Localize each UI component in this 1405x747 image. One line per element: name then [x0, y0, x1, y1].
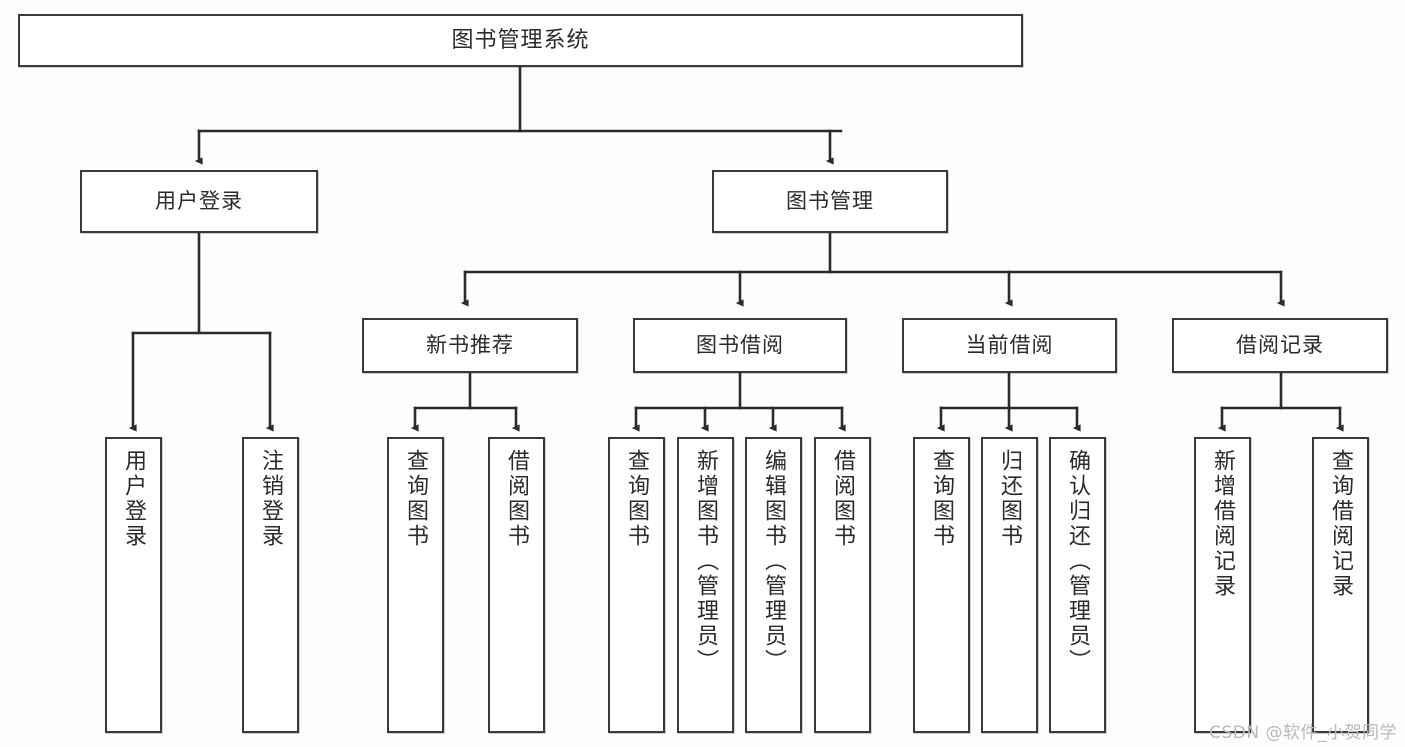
leaf-borrow-add-book-admin[interactable]: 新增图书（管理员）	[677, 437, 734, 733]
node-label: 新增借阅记录	[1210, 449, 1236, 599]
leaf-user-login[interactable]: 用户登录	[105, 437, 162, 733]
node-label: 当前借阅	[965, 333, 1054, 358]
leaf-record-query-record[interactable]: 查询借阅记录	[1312, 437, 1369, 733]
node-current-borrow[interactable]: 当前借阅	[902, 318, 1117, 373]
leaf-user-logout[interactable]: 注销登录	[242, 437, 299, 733]
node-book-borrow[interactable]: 图书借阅	[633, 318, 847, 373]
leaf-borrow-query-book[interactable]: 查询图书	[608, 437, 665, 733]
node-user-login[interactable]: 用户登录	[80, 170, 318, 233]
node-label: 查询图书	[929, 449, 955, 549]
node-new-book-recommend[interactable]: 新书推荐	[362, 318, 578, 373]
node-label: 查询图书	[403, 449, 429, 549]
node-label: 用户登录	[155, 189, 243, 214]
node-label: 新增图书（管理员）	[693, 449, 719, 674]
node-label: 借阅图书	[504, 449, 530, 549]
leaf-borrow-edit-book-admin[interactable]: 编辑图书（管理员）	[745, 437, 802, 733]
node-label: 编辑图书（管理员）	[761, 449, 787, 674]
node-label: 借阅图书	[830, 449, 856, 549]
node-book-management[interactable]: 图书管理	[712, 170, 948, 233]
node-borrow-record[interactable]: 借阅记录	[1172, 318, 1388, 373]
node-label: 图书管理系统	[451, 27, 590, 53]
node-label: 查询借阅记录	[1328, 449, 1354, 599]
node-label: 图书借阅	[696, 333, 784, 358]
node-label: 查询图书	[624, 449, 650, 549]
node-label: 确认归还（管理员）	[1065, 449, 1091, 674]
node-label: 注销登录	[258, 449, 284, 549]
node-label: 用户登录	[121, 449, 147, 549]
node-label: 图书管理	[786, 189, 874, 214]
node-root-system[interactable]: 图书管理系统	[18, 14, 1023, 67]
watermark-text: CSDN @软件_小贺同学	[1209, 723, 1397, 743]
leaf-current-query-book[interactable]: 查询图书	[913, 437, 970, 733]
node-label: 归还图书	[997, 449, 1023, 549]
leaf-recommend-query-book[interactable]: 查询图书	[387, 437, 444, 733]
node-label: 借阅记录	[1236, 333, 1324, 358]
leaf-record-add-record[interactable]: 新增借阅记录	[1194, 437, 1251, 733]
leaf-borrow-borrow-book[interactable]: 借阅图书	[814, 437, 871, 733]
node-label: 新书推荐	[426, 333, 514, 358]
leaf-current-return-book[interactable]: 归还图书	[981, 437, 1038, 733]
leaf-recommend-borrow-book[interactable]: 借阅图书	[488, 437, 545, 733]
leaf-current-confirm-return-admin[interactable]: 确认归还（管理员）	[1049, 437, 1106, 733]
